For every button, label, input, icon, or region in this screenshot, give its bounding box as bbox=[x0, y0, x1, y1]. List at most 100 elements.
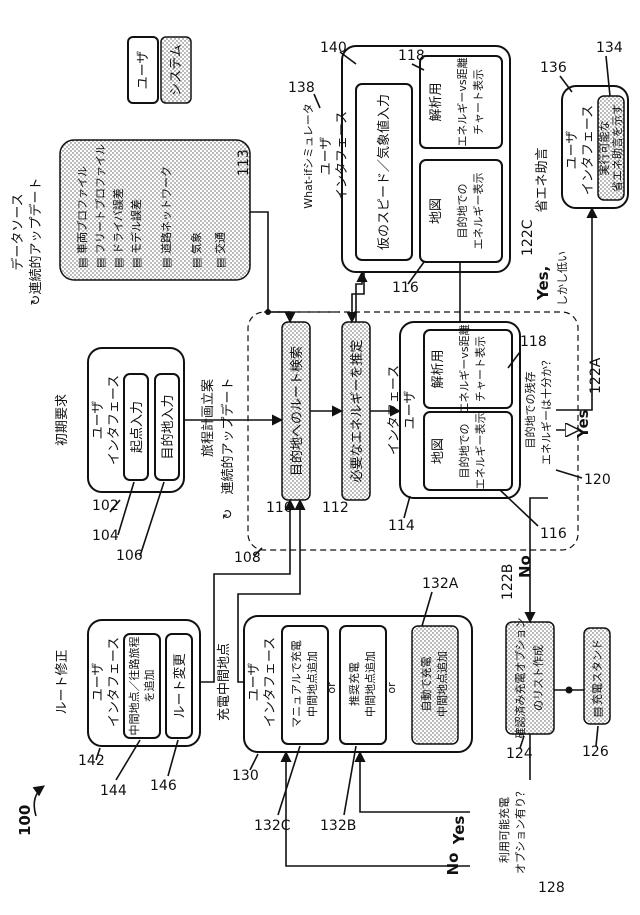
origin-input-label: 起点入力 bbox=[130, 401, 145, 453]
eco-ui-line2: インタフェース bbox=[581, 105, 596, 195]
data-source-item: ドライバ誤差 bbox=[111, 188, 125, 254]
whatif-map-ref: 116 bbox=[392, 280, 419, 296]
figure-ref-arrow bbox=[34, 786, 44, 816]
eco-inner-ref: 134 bbox=[596, 40, 623, 56]
auto-charge-button[interactable] bbox=[412, 626, 458, 744]
eco-ref: 136 bbox=[540, 60, 567, 76]
legend-system-label: システム bbox=[169, 44, 184, 96]
route-mod-ui-line2: インタフェース bbox=[107, 637, 122, 727]
eco-ui-line1: ユーザ bbox=[565, 131, 580, 170]
whatif-group: What-ifシミュレータ ユーザ インタフェース 仮のスピード／気象値入力 解… bbox=[288, 40, 510, 296]
destination-input-label: 目的地入力 bbox=[160, 394, 176, 459]
planning-ui-ref: 114 bbox=[388, 518, 415, 534]
charge-stop-group: 充電中間地点 ユーザ インタフェース マニュアルで充電 中間地点追加 or 推奨… bbox=[216, 576, 472, 875]
or-label-1: or bbox=[325, 682, 338, 694]
decision-line2: エネルギーは十分か？ bbox=[539, 355, 553, 465]
charge-stop-ui-line1: ユーザ bbox=[247, 663, 262, 702]
planning-title: 旅程計画立案 bbox=[200, 379, 216, 457]
charge-no-label: No bbox=[444, 853, 462, 876]
decision-yes-low-ref: 122C bbox=[520, 219, 536, 256]
data-source-subtitle: 連続的アップデート bbox=[28, 177, 44, 294]
data-source-item-icon: ▤ bbox=[160, 258, 173, 268]
data-source-item: モデル誤差 bbox=[129, 199, 143, 254]
planning-analysis-line1: エネルギーvs距離 bbox=[457, 324, 471, 413]
energy-estimate-label: 必要なエネルギーを推定 bbox=[350, 339, 365, 482]
initial-ui-line2: インタフェース bbox=[107, 375, 122, 465]
data-source-item: 気象 bbox=[189, 232, 203, 254]
route-mod-group: ルート修正 ユーザ インタフェース 中間地点／往路旅程 を追加 ルート変更 14… bbox=[55, 620, 200, 799]
decision-yes-low-2: しかし低い bbox=[556, 251, 569, 306]
connector-dot bbox=[566, 687, 573, 694]
data-source-item-icon: ▤ bbox=[94, 258, 107, 268]
decision-yes-label: Yes bbox=[574, 409, 592, 439]
whatif-map-line2: エネルギー表示 bbox=[471, 173, 485, 250]
route-search-label: 目的地へのルート検索 bbox=[289, 346, 305, 476]
decision-yes-low-label: Yes, bbox=[534, 266, 552, 301]
data-source-item-icon: ▤ bbox=[130, 258, 143, 268]
data-source-title: データソース bbox=[10, 193, 26, 270]
planning-group: 旅程計画立案 ↻ 連続的アップデート 108 目的地へのルート検索 110 必要… bbox=[200, 312, 611, 566]
charge-stop-ui-line2: インタフェース bbox=[263, 637, 278, 727]
manual-charge-button[interactable] bbox=[282, 626, 328, 744]
whatif-analysis-ref: 118 bbox=[398, 48, 425, 64]
recommended-charge-line1: 推奨充電 bbox=[347, 662, 361, 706]
decision-ref: 120 bbox=[584, 472, 611, 488]
initial-request-group: 初期要求 ユーザ インタフェース 起点入力 目的地入力 102 104 106 bbox=[55, 348, 184, 564]
data-source-item: フリートプロファイル bbox=[94, 144, 107, 254]
available-ref: 128 bbox=[538, 880, 565, 896]
available-options-group: 利用可能充電 オプション有り？ 128 bbox=[497, 786, 565, 896]
auto-charge-ref: 132A bbox=[422, 576, 459, 592]
route-mod-ref: 142 bbox=[78, 753, 105, 769]
planning-map-line2: エネルギー表示 bbox=[473, 413, 487, 490]
data-source-group: データソース ↻ 連続的アップデート 113 ▤車両プロファイル▤フリートプロフ… bbox=[10, 140, 252, 305]
whatif-title: What-ifシミュレータ bbox=[302, 103, 315, 209]
planning-subtitle: 連続的アップデート bbox=[220, 377, 236, 494]
or-label-2: or bbox=[385, 682, 398, 694]
decision-no-ref: 122B bbox=[500, 564, 516, 600]
origin-ref: 104 bbox=[92, 528, 119, 544]
data-source-item-icon: ▤ bbox=[76, 258, 89, 268]
planning-update-icon: ↻ bbox=[221, 509, 236, 520]
charging-stand-ref: 126 bbox=[582, 744, 609, 760]
whatif-ui-line1: ユーザ bbox=[319, 137, 334, 176]
whatif-ref: 138 bbox=[288, 80, 315, 96]
data-source-item: 道路ネットワーク bbox=[159, 166, 173, 254]
change-route-label: ルート変更 bbox=[172, 653, 188, 718]
eco-title: 省エネ助言 bbox=[535, 147, 550, 212]
data-source-item: 交通 bbox=[213, 232, 227, 254]
planning-ui-line1: ユーザ bbox=[403, 391, 418, 430]
planning-analysis-title: 解析用 bbox=[431, 349, 446, 388]
recommended-charge-button[interactable] bbox=[340, 626, 386, 744]
manual-charge-line2: 中間地点追加 bbox=[305, 651, 319, 717]
route-mod-ui-line1: ユーザ bbox=[91, 663, 106, 702]
charge-stop-title: 充電中間地点 bbox=[216, 643, 232, 721]
planning-ui-line2: インタフェース bbox=[387, 365, 402, 455]
data-source-ref: 113 bbox=[236, 149, 252, 176]
charge-yes-label: Yes bbox=[450, 816, 468, 846]
decision-yes-ref: 122A bbox=[588, 357, 604, 394]
decision-line1: 目的地での残存 bbox=[523, 372, 537, 449]
legend: ユーザ システム bbox=[128, 37, 191, 103]
initial-request-title: 初期要求 bbox=[55, 394, 70, 446]
recommended-charge-ref: 132B bbox=[320, 818, 356, 834]
add-waypoint-line1: 中間地点／往路旅程 bbox=[127, 637, 141, 736]
whatif-analysis-line1: エネルギーvs距離 bbox=[455, 57, 469, 146]
data-source-item-icon: ▤ bbox=[190, 258, 203, 268]
whatif-ui-line2: インタフェース bbox=[335, 111, 350, 201]
planning-analysis-line2: チャート表示 bbox=[473, 336, 487, 402]
charging-stand-label: 充電スタンド bbox=[590, 639, 604, 705]
route-search-ref: 110 bbox=[266, 500, 293, 516]
charge-list-line1: 確認済み充電オプション bbox=[513, 618, 527, 739]
planning-map-ref: 116 bbox=[540, 526, 567, 542]
add-waypoint-ref: 144 bbox=[100, 783, 127, 799]
charge-list-line2: のリスト作成 bbox=[532, 645, 545, 711]
eco-advice-line2: 省エネ助言を示す bbox=[610, 104, 624, 192]
planning-analysis-ref: 118 bbox=[520, 334, 547, 350]
change-route-ref: 146 bbox=[150, 778, 177, 794]
initial-ui-line1: ユーザ bbox=[91, 401, 106, 440]
charge-list-group: 確認済み充電オプション のリスト作成 ▤ 充電スタンド 124 126 bbox=[506, 618, 610, 763]
data-source-item-icon: ▤ bbox=[112, 258, 125, 268]
planning-map-line1: 目的地での bbox=[457, 424, 471, 479]
charge-stop-ref: 130 bbox=[232, 768, 259, 784]
